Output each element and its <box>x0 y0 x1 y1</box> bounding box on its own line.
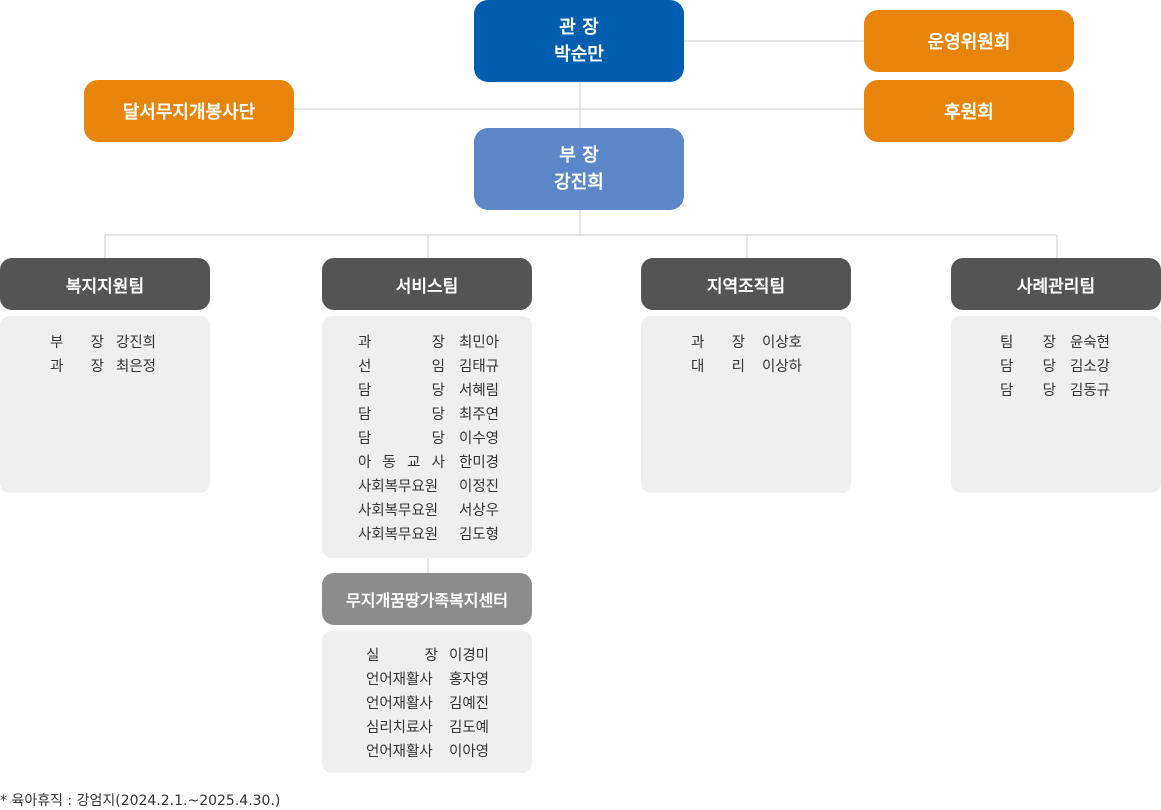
member-name: 이수영 <box>459 431 500 447</box>
member-name: 서상우 <box>459 503 500 519</box>
team-name: 복지지원팀 <box>65 276 145 297</box>
member-name: 최민아 <box>459 335 500 351</box>
deputy-box: 부 장 강진희 <box>474 128 684 210</box>
member-name: 이경미 <box>449 648 490 664</box>
member-name: 김도예 <box>449 720 490 736</box>
parental-leave-footnote: * 육아휴직 : 강엄지(2024.2.1.~2025.4.30.) <box>0 793 281 809</box>
member-role: 심리치료사 <box>366 720 433 736</box>
operating-committee-box: 운영위원회 <box>864 10 1074 72</box>
member-name: 이아영 <box>449 744 490 760</box>
team-name: 지역조직팀 <box>706 276 786 297</box>
director-box: 관 장 박순만 <box>474 0 684 82</box>
member-role: 언어재활사 <box>366 744 433 760</box>
member-role: 사회복무요원 <box>358 479 439 495</box>
volunteers-box: 달서무지개봉사단 <box>84 80 294 142</box>
member-name: 김동규 <box>1070 383 1111 399</box>
director-title: 관 장 <box>559 17 599 38</box>
volunteers-label: 달서무지개봉사단 <box>122 102 256 123</box>
deputy-name: 강진희 <box>554 172 604 193</box>
member-name: 김태규 <box>459 359 500 375</box>
member-role: 사회복무요원 <box>358 503 439 519</box>
team-welfare-support: 복지지원팀 <box>0 258 210 310</box>
member-name: 김예진 <box>449 696 490 712</box>
member-name: 최은정 <box>116 359 157 375</box>
center-name: 무지개꿈땅가족복지센터 <box>346 591 508 610</box>
director-name: 박순만 <box>554 44 604 65</box>
deputy-title: 부 장 <box>559 145 599 166</box>
team-community-organizing: 지역조직팀 <box>641 258 851 310</box>
member-role: 언어재활사 <box>366 696 433 712</box>
member-name: 이상호 <box>762 335 803 351</box>
member-name: 강진희 <box>116 335 157 351</box>
member-name: 홍자영 <box>449 672 490 688</box>
member-name: 최주연 <box>459 407 500 423</box>
team-name: 서비스팀 <box>395 276 459 297</box>
member-name: 윤숙현 <box>1070 335 1111 351</box>
member-name: 서혜림 <box>459 383 500 399</box>
operating-committee-label: 운영위원회 <box>927 32 1011 53</box>
supporters-box: 후원회 <box>864 80 1074 142</box>
member-role: 사회복무요원 <box>358 527 439 543</box>
family-welfare-center-header: 무지개꿈땅가족복지센터 <box>322 573 532 625</box>
team-name: 사례관리팀 <box>1016 276 1096 297</box>
team-case-management: 사례관리팀 <box>951 258 1161 310</box>
supporters-label: 후원회 <box>944 102 994 123</box>
team-service: 서비스팀 <box>322 258 532 310</box>
member-role: 언어재활사 <box>366 672 433 688</box>
member-name: 김소강 <box>1070 359 1111 375</box>
member-name: 이상하 <box>762 359 803 375</box>
member-name: 한미경 <box>459 455 500 471</box>
member-name: 김도형 <box>459 527 500 543</box>
member-name: 이정진 <box>459 479 500 495</box>
